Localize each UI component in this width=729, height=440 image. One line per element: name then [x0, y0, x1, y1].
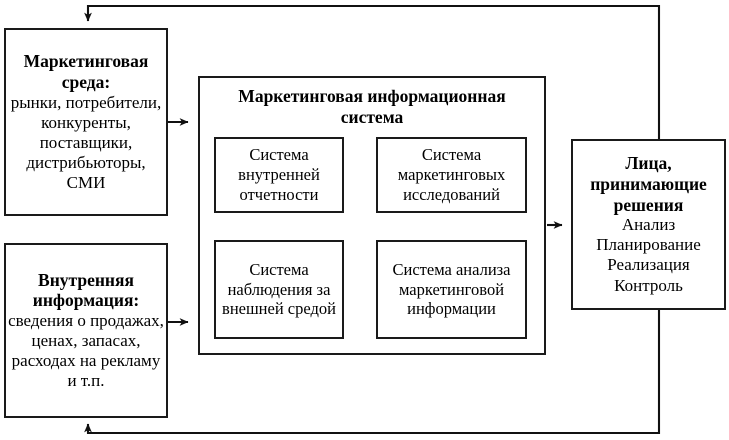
market-research-label: Система маркетинговых исследований	[397, 145, 506, 204]
external-observation-label: Система наблюдения за внешней средой	[222, 259, 336, 319]
node-marketing-environment: Маркетинговая среда: рынки, потребители,…	[4, 28, 168, 216]
decision-makers-title: Лица, принимающие решения	[590, 153, 707, 215]
information-analysis-label: Система анализа маркетинговой информации	[392, 259, 511, 319]
decision-makers-item-1: Планирование	[596, 235, 701, 255]
decision-makers-item-3: Контроль	[614, 275, 683, 295]
node-internal-reporting-system: Система внутренней отчетности	[214, 137, 344, 213]
node-internal-information: Внутренняя информация: сведения о продаж…	[4, 243, 168, 418]
node-market-research-system: Система маркетинговых исследований	[376, 137, 527, 213]
internal-information-body: сведения о продажах, ценах, запасах, рас…	[8, 311, 164, 391]
internal-reporting-label: Система внутренней отчетности	[238, 145, 320, 204]
marketing-environment-body: рынки, потребители, конкуренты, поставщи…	[10, 92, 162, 192]
node-external-observation-system: Система наблюдения за внешней средой	[214, 240, 344, 339]
decision-makers-item-0: Анализ	[621, 215, 676, 235]
internal-information-title: Внутренняя информация:	[32, 269, 140, 311]
marketing-environment-title: Маркетинговая среда:	[23, 51, 149, 92]
node-information-analysis-system: Система анализа маркетинговой информации	[376, 240, 527, 339]
decision-makers-item-2: Реализация	[607, 255, 690, 275]
mis-title: Маркетинговая информационная система	[238, 86, 506, 127]
node-decision-makers: Лица, принимающие решения Анализ Планиро…	[571, 139, 726, 310]
